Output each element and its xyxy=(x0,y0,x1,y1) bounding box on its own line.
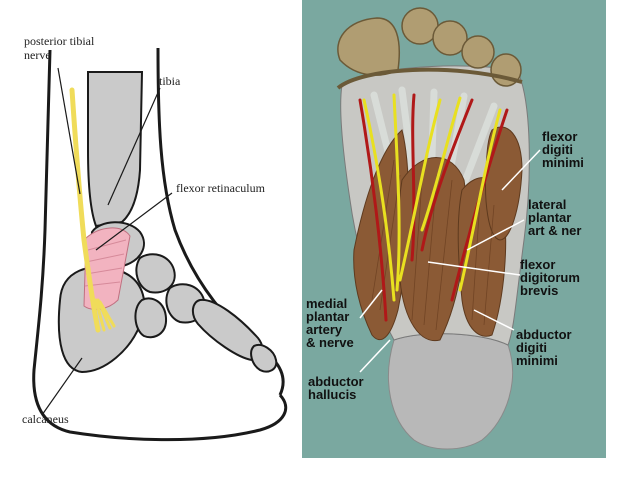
label-calcaneus: calcaneus xyxy=(22,412,69,426)
label-posterior-tibial-nerve: posterior tibial nerve xyxy=(24,34,95,62)
posterior-tibial-nerve xyxy=(69,87,101,333)
phalanx-bone xyxy=(250,344,278,373)
navicular-bone xyxy=(135,253,176,294)
plantar-foot-illustration xyxy=(302,0,606,458)
ankle-diagram xyxy=(32,47,288,442)
leg-outline-posterior xyxy=(32,49,288,442)
toes xyxy=(336,7,523,90)
label-medial-plantar-artery-nerve: medial plantar artery & nerve xyxy=(306,296,354,350)
pointer-flexor-retinaculum xyxy=(95,192,173,251)
label-lateral-plantar-art-ner: lateral plantar art & ner xyxy=(528,197,582,238)
pointer-posterior-tibial-nerve xyxy=(57,67,81,195)
label-flexor-digiti-minimi: flexor digiti minimi xyxy=(542,129,584,170)
ankle-diagram-panel: posterior tibial nerve tibia flexor reti… xyxy=(0,0,300,479)
plantar-nerves xyxy=(362,93,502,302)
pointer-lines xyxy=(359,149,541,373)
label-tibia: tibia xyxy=(159,74,181,88)
cuboid-bone xyxy=(134,297,168,339)
plantar-foot-panel: flexor digiti minimi lateral plantar art… xyxy=(302,0,606,458)
pointer-tibia xyxy=(107,87,161,206)
label-flexor-digitorum-brevis: flexor digitorum brevis xyxy=(520,257,580,298)
tibia-bone xyxy=(87,71,144,228)
label-abductor-digiti-minimi: abductor digiti minimi xyxy=(516,327,572,368)
label-abductor-hallucis: abductor hallucis xyxy=(308,374,364,402)
label-flexor-retinaculum: flexor retinaculum xyxy=(176,181,265,195)
pointer-calcaneus xyxy=(41,357,83,416)
